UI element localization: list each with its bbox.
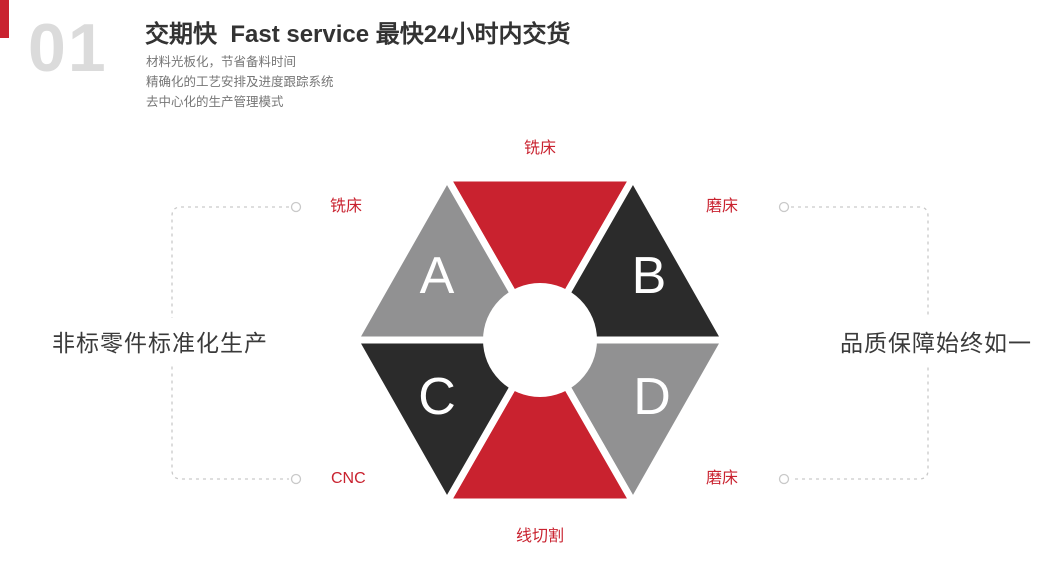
segment-letter-a: A <box>419 247 455 305</box>
connector-dot-left-top <box>290 201 302 213</box>
label-left-top: 铣床 <box>330 198 363 215</box>
bullet-line: 材料光板化，节省备料时间 <box>146 55 297 69</box>
bullet-line: 精确化的工艺安排及进度跟踪系统 <box>146 75 334 89</box>
side-text-right: 品质保障始终如一 <box>836 318 1036 364</box>
segment-top-left-triangle <box>348 170 547 344</box>
side-text-left: 非标零件标准化生产 <box>48 318 272 364</box>
page-title: 交期快 Fast service 最快24小时内交货 <box>145 21 571 48</box>
connector-dot-left-bottom <box>290 473 302 485</box>
connector-dot-right-top <box>778 201 790 213</box>
label-bottom: 线切割 <box>515 528 564 545</box>
label-top: 铣床 <box>523 140 556 157</box>
header-bullets: 材料光板化，节省备料时间 精确化的工艺安排及进度跟踪系统 去中心化的生产管理模式 <box>146 52 334 112</box>
connector-dot-right-bottom <box>778 473 790 485</box>
connector-right <box>791 206 929 480</box>
label-right-top: 磨床 <box>706 198 739 215</box>
connector-left <box>171 206 289 480</box>
section-number: 01 <box>28 10 108 86</box>
segment-letter-c: C <box>418 368 456 426</box>
segment-letter-d: D <box>633 368 671 426</box>
label-left-bottom: CNC <box>331 470 366 487</box>
bullet-line: 去中心化的生产管理模式 <box>146 95 284 109</box>
segment-letter-b: B <box>631 247 667 305</box>
label-right-bottom: 磨床 <box>706 470 739 487</box>
center-circle <box>483 283 597 397</box>
accent-bar <box>0 0 9 38</box>
